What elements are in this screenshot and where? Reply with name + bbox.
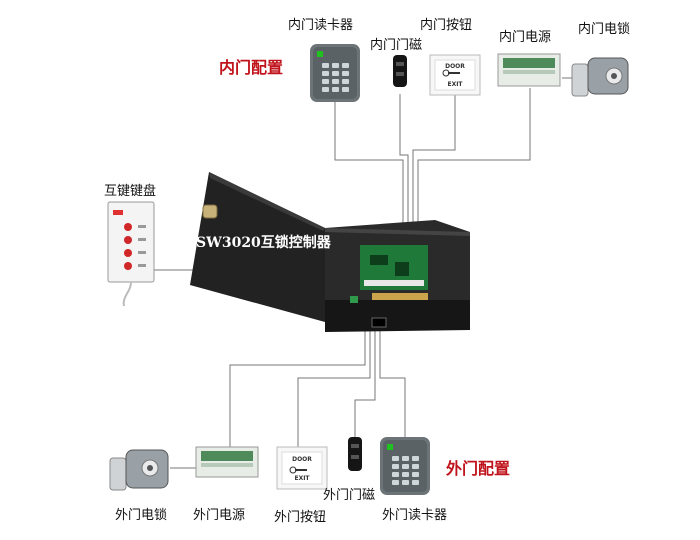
- wire-outer-card-reader: [379, 330, 406, 437]
- label-inner-card-reader: 内门读卡器: [288, 18, 354, 33]
- inner-config-title: 内门配置: [219, 58, 284, 77]
- outer-exit-button: [276, 446, 328, 490]
- inner-exit-button: [429, 54, 481, 96]
- wire-inner-card-reader: [334, 100, 404, 242]
- inner-exit-door-text: DOOR: [445, 63, 465, 70]
- controller-title: SW3020互锁控制器: [196, 235, 331, 251]
- inner-wires: [334, 77, 574, 242]
- controller-box: [190, 172, 470, 332]
- label-inner-lock: 内门电锁: [578, 22, 631, 37]
- wire-outer-exit-button: [297, 330, 371, 447]
- inner-lock: [571, 57, 629, 97]
- controller-plug: [371, 317, 387, 328]
- outer-door-sensor: [348, 437, 362, 471]
- label-outer-lock: 外门电锁: [115, 508, 168, 523]
- controller-front: [325, 300, 470, 332]
- inner-exit-exit-text: EXIT: [447, 81, 463, 88]
- label-interlock-keypad: 互键键盘: [104, 184, 157, 199]
- inner-card-reader: [310, 44, 360, 102]
- outer-config-title: 外门配置: [446, 459, 511, 478]
- lid-lock: [202, 204, 218, 219]
- inner-power: [497, 53, 561, 87]
- interlock-keypad: [107, 201, 155, 307]
- outer-lock: [109, 449, 169, 491]
- outer-wires: [170, 330, 406, 469]
- controller-lid: [190, 172, 325, 322]
- label-inner-exit-button: 内门按钮: [420, 18, 473, 33]
- wire-outer-door-sensor: [354, 330, 376, 437]
- label-inner-door-sensor: 内门门磁: [370, 38, 423, 53]
- wire-inner-power: [417, 88, 531, 242]
- outer-exit-exit-text: EXIT: [294, 475, 310, 482]
- outer-exit-door-text: DOOR: [292, 456, 312, 463]
- wire-inner-exit-button: [412, 95, 456, 242]
- label-outer-door-sensor: 外门门磁: [323, 488, 376, 503]
- label-outer-power: 外门电源: [193, 508, 246, 523]
- inner-door-sensor: [393, 55, 407, 87]
- label-outer-exit-button: 外门按钮: [274, 510, 327, 525]
- outer-card-reader: [380, 437, 430, 495]
- wire-outer-power: [229, 330, 366, 447]
- label-inner-power: 内门电源: [499, 30, 552, 45]
- wire-inner-door-sensor: [399, 94, 409, 242]
- label-outer-card-reader: 外门读卡器: [382, 508, 448, 523]
- outer-power: [195, 446, 259, 478]
